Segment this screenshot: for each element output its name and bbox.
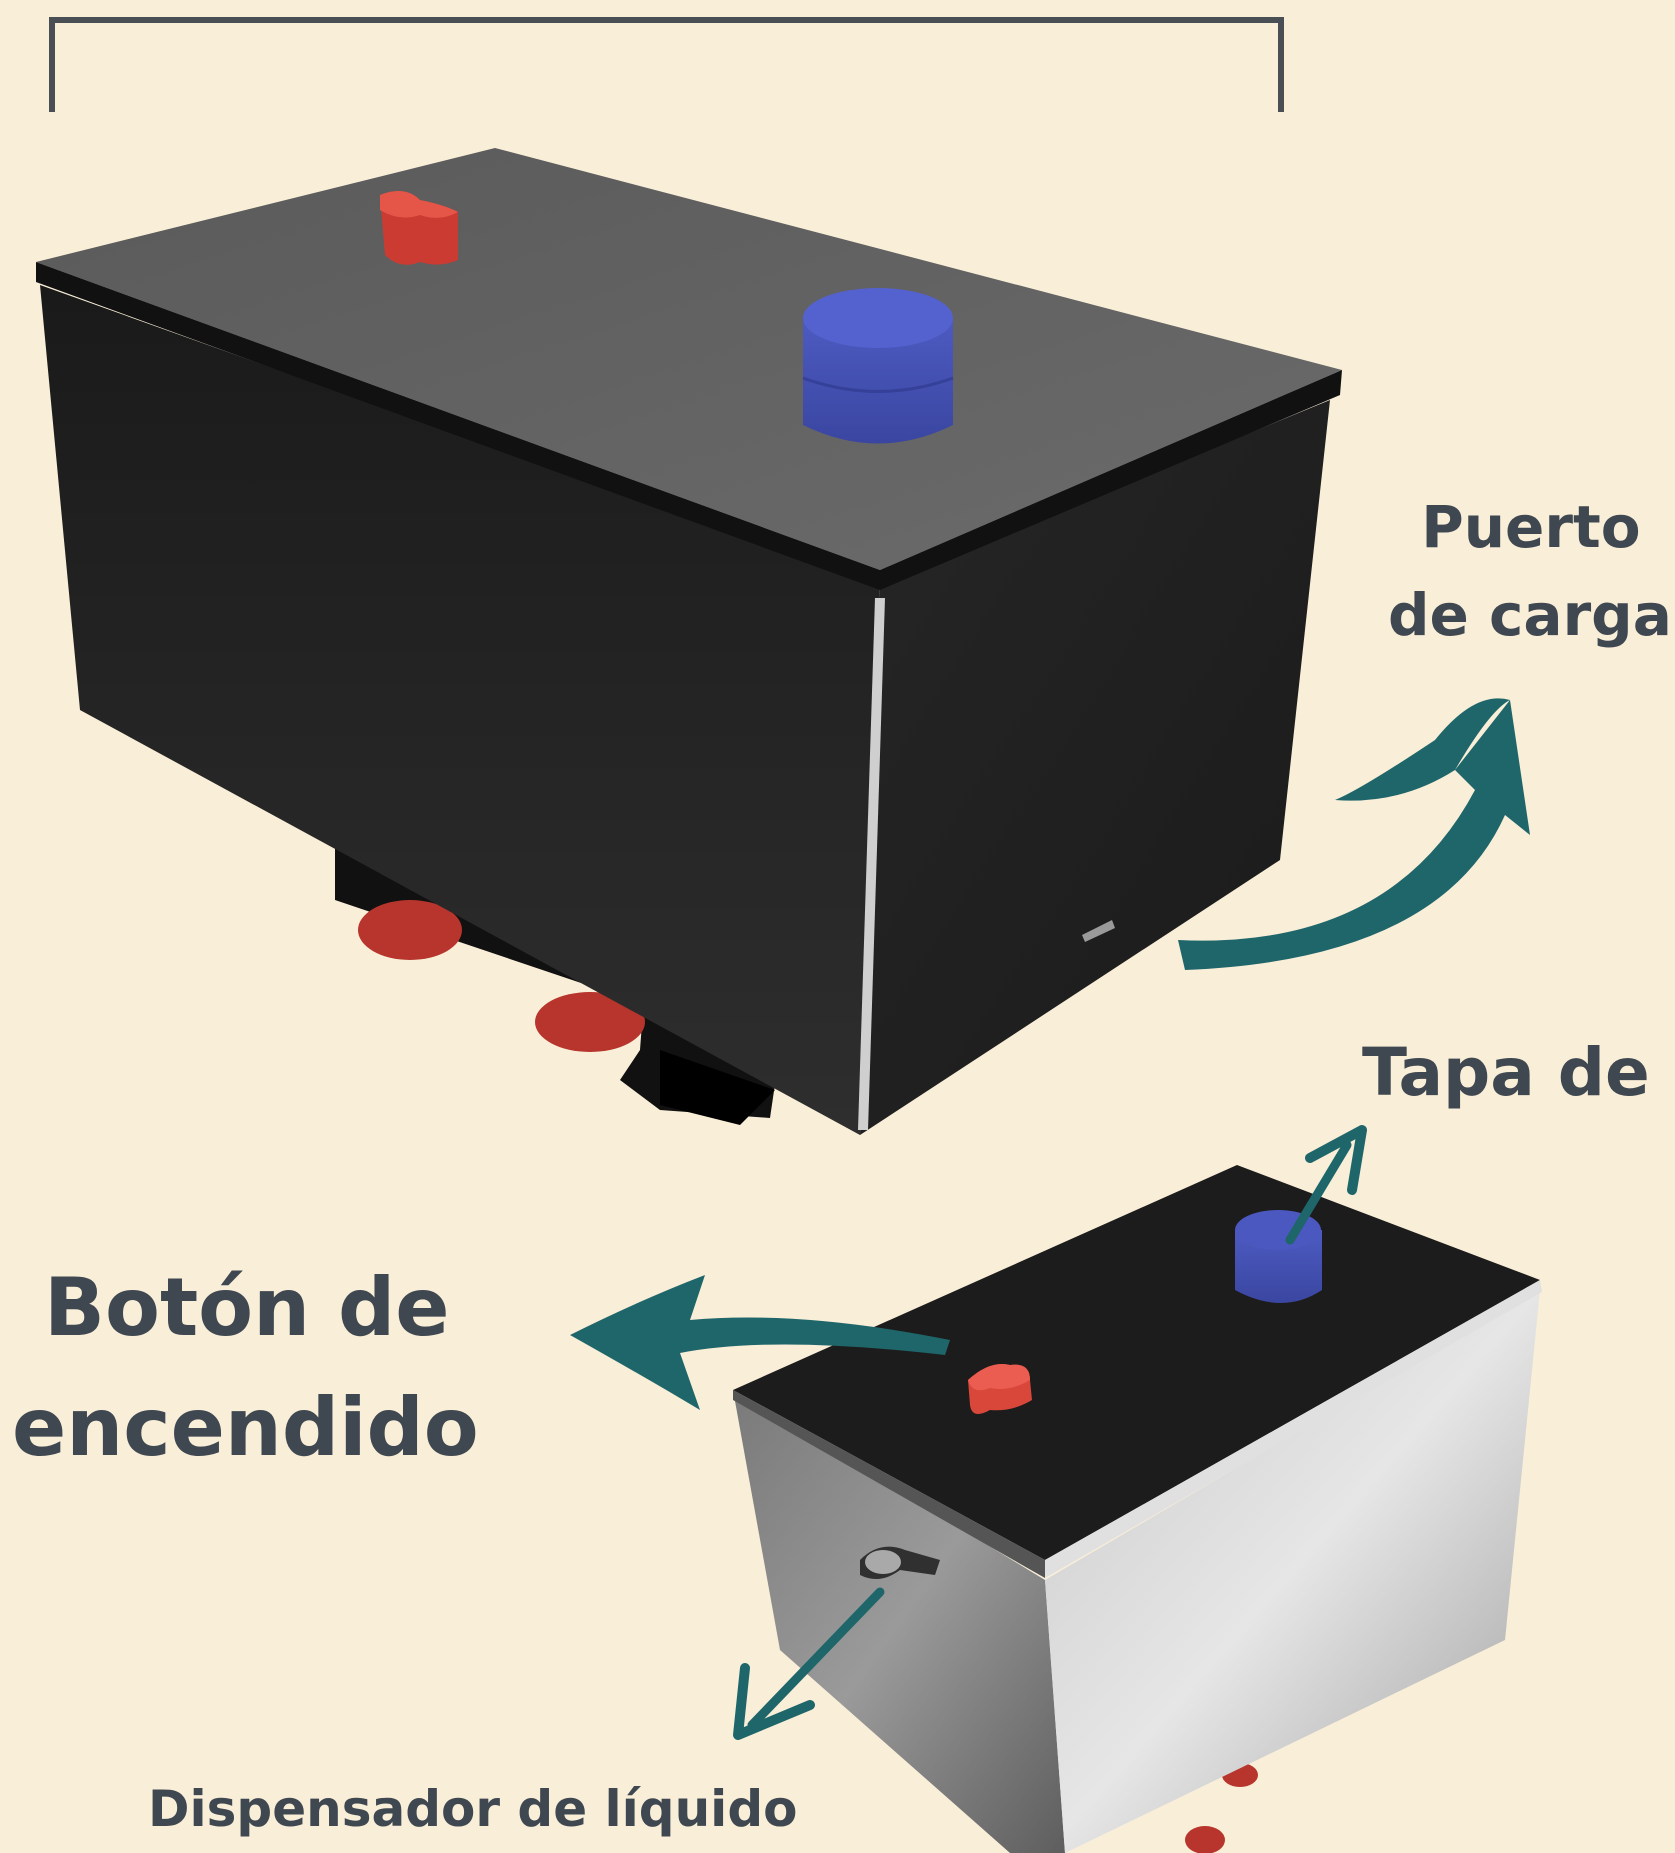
- label-puerto-line2: de carga: [1388, 581, 1672, 649]
- arrow-to-tapa: [1285, 1125, 1367, 1245]
- label-puerto-line1: Puerto: [1421, 493, 1641, 561]
- arrow-to-dispensador: [733, 1587, 885, 1740]
- liquid-dispenser-tap: [860, 1546, 940, 1579]
- device-small: [733, 1165, 1542, 1853]
- label-boton-de-encendido: Botón de encendido: [12, 1248, 479, 1488]
- label-tapa: Tapa de: [1362, 1034, 1650, 1111]
- label-boton-line1: Botón de: [44, 1261, 450, 1354]
- power-button-large: [380, 191, 458, 265]
- arrow-to-puerto: [1178, 698, 1530, 970]
- label-boton-line2: encendido: [12, 1381, 479, 1474]
- lid-cap-large: [802, 288, 954, 444]
- lid-cap-small: [1235, 1210, 1322, 1303]
- label-dispensador: Dispensador de líquido: [148, 1780, 798, 1838]
- arrow-to-boton: [570, 1275, 950, 1410]
- power-button-small: [968, 1364, 1032, 1414]
- label-puerto-de-carga: Puerto de carga: [1388, 493, 1672, 649]
- dimension-bracket: [49, 17, 1284, 112]
- device-large: [36, 148, 1342, 1135]
